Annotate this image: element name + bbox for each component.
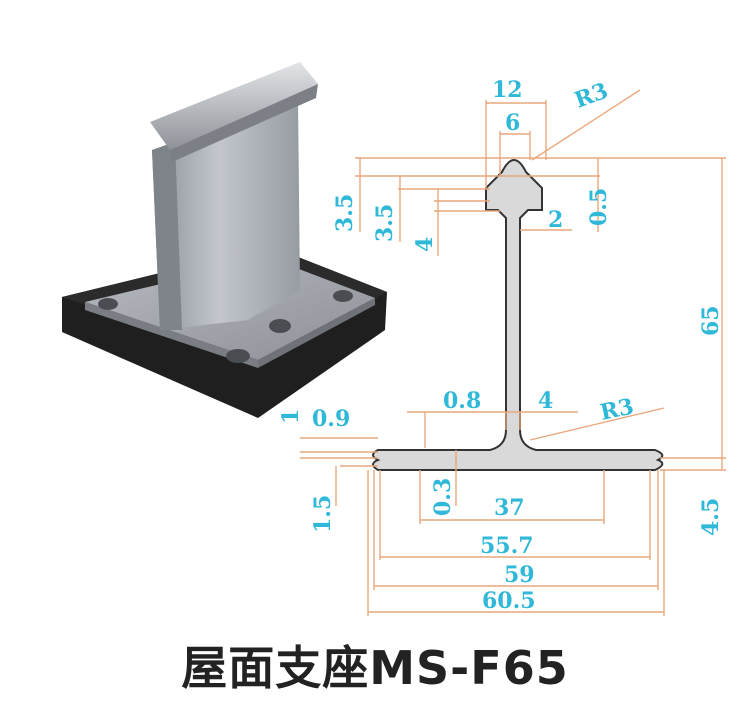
base-plate-side — [258, 298, 375, 368]
mounting-hole-icon — [98, 298, 118, 310]
dim-base-605: 60.5 — [482, 588, 536, 614]
dim-base-15: 1.5 — [310, 495, 336, 533]
dim-height-total: 65 — [698, 305, 724, 336]
vertical-web — [152, 98, 300, 330]
dim-base-03: 0.3 — [430, 478, 456, 516]
dim-head-width-inner: 6 — [505, 110, 520, 136]
dim-head-width-outer: 12 — [492, 77, 523, 103]
top-rail-underside — [170, 84, 318, 162]
mounting-hole-icon — [269, 319, 291, 333]
product-caption: 屋面支座MS-F65 — [181, 641, 569, 695]
dim-base-37: 37 — [494, 495, 525, 521]
dim-head-35-a: 3.5 — [332, 194, 358, 232]
top-rail — [150, 62, 318, 150]
dim-base-radius: R3 — [598, 393, 636, 425]
vertical-web-shade — [152, 142, 182, 330]
dim-head-radius: R3 — [571, 78, 611, 114]
dim-base-45: 4.5 — [698, 498, 724, 536]
dim-base-59: 59 — [504, 562, 535, 588]
base-plate-front — [85, 302, 258, 368]
mounting-hole-icon — [226, 349, 250, 363]
dim-head-2: 2 — [548, 207, 563, 233]
dim-base-557: 55.7 — [480, 533, 534, 559]
dim-base-08: 0.8 — [443, 388, 481, 414]
dim-base-1: 1 — [278, 409, 304, 424]
dim-head-05: 0.5 — [586, 188, 612, 226]
dim-head-35-b: 3.5 — [372, 204, 398, 242]
product-photo — [62, 62, 387, 418]
cross-section-profile — [372, 159, 664, 471]
dimension-lines — [300, 89, 726, 616]
dim-head-4: 4 — [412, 237, 438, 252]
dim-base-4: 4 — [538, 388, 553, 414]
mounting-hole-icon — [333, 290, 353, 302]
dim-base-09: 0.9 — [312, 406, 350, 432]
